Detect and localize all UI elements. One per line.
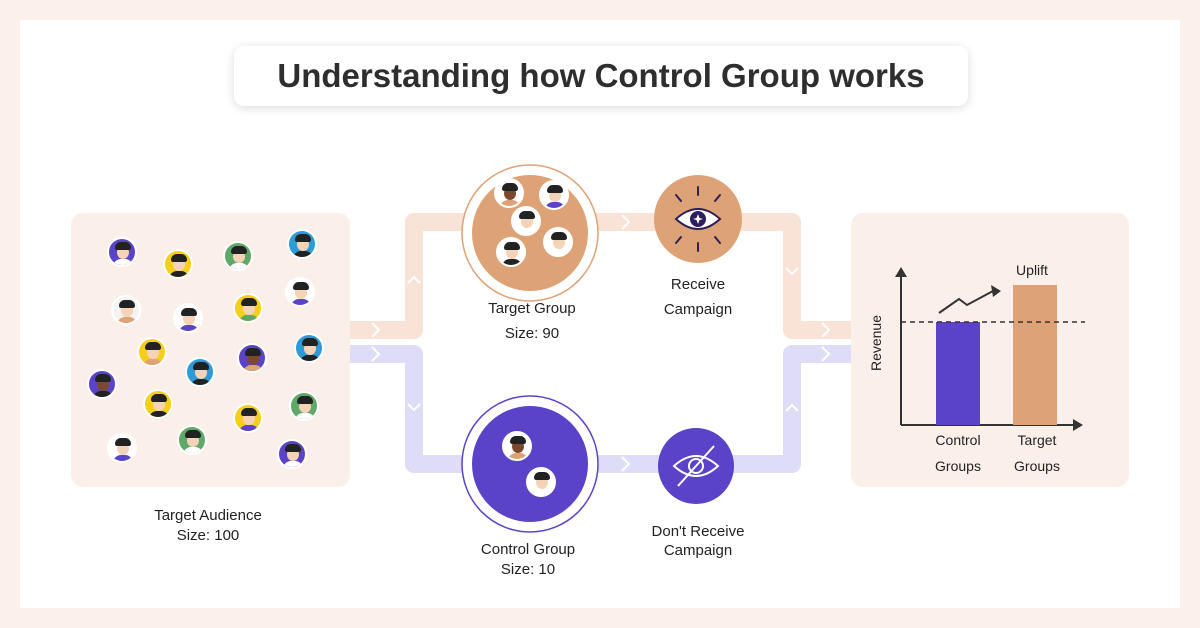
chevron-icon: [621, 214, 631, 230]
target-audience-panel: [71, 213, 350, 487]
target-audience-label: Target Audience: [154, 507, 262, 524]
receive-campaign-line2: Campaign: [663, 301, 733, 318]
avatar-icon: [143, 389, 173, 419]
target-flow-path: [350, 213, 852, 339]
avatar-icon: [233, 293, 263, 323]
avatar-icon: [543, 227, 573, 257]
bar1-label-line1: Control: [935, 432, 980, 448]
avatar-icon: [539, 180, 569, 210]
revenue-chart: Revenue Uplift Control Groups Target Gro…: [868, 262, 1085, 474]
chevron-icon: [785, 403, 799, 412]
avatar-icon: [173, 303, 203, 333]
avatar-icon: [177, 425, 207, 455]
control-group-circle: [461, 395, 599, 533]
avatar-icon: [502, 431, 532, 461]
control-group-label: Control Group: [480, 541, 576, 558]
avatar-icon: [237, 343, 267, 373]
chevron-icon: [821, 322, 831, 338]
bar-control-groups: [936, 322, 980, 425]
chevron-icon: [371, 346, 381, 362]
eye-icon: [654, 175, 742, 263]
uplift-label: Uplift: [1016, 262, 1048, 278]
avatar-icon: [233, 403, 263, 433]
chevron-icon: [621, 456, 631, 472]
bar2-label-line1: Target: [1018, 432, 1057, 448]
y-axis-arrow: [895, 267, 907, 277]
x-axis-arrow: [1073, 419, 1083, 431]
chevron-icon: [371, 322, 381, 338]
uplift-arrow: [938, 290, 994, 314]
avatar-icon: [107, 237, 137, 267]
avatar-icon: [526, 467, 556, 497]
avatar-icon: [277, 439, 307, 469]
avatar-icon: [111, 295, 141, 325]
avatar-icon: [294, 333, 324, 363]
avatar-icon: [87, 369, 117, 399]
control-flow-path: [350, 345, 852, 473]
avatar-icon: [223, 241, 253, 271]
chevron-icon: [407, 403, 421, 412]
bar1-label-line2: Groups: [935, 458, 981, 474]
uplift-arrow-head: [991, 285, 1001, 297]
avatar-icon: [289, 391, 319, 421]
avatar-icon: [137, 337, 167, 367]
bar-target-groups: [1013, 285, 1057, 425]
revenue-axis-label: Revenue: [868, 315, 884, 371]
chevron-icon: [785, 267, 799, 276]
chevron-icon: [821, 346, 831, 362]
chevron-icon: [407, 275, 421, 284]
avatar-icon: [163, 249, 193, 279]
target-audience-size: Size: 100: [176, 527, 240, 544]
avatar-icon: [496, 237, 526, 267]
avatar-icon: [107, 433, 137, 463]
avatar-icon: [511, 206, 541, 236]
revenue-panel: [851, 213, 1129, 487]
target-group-size: Size: 90: [504, 325, 560, 342]
dont-receive-line2: Campaign: [663, 542, 733, 559]
control-group-size: Size: 10: [500, 561, 556, 578]
dont-receive-line1: Don't Receive: [651, 523, 745, 540]
avatar-icon: [285, 277, 315, 307]
bar2-label-line2: Groups: [1014, 458, 1060, 474]
avatar-icon: [287, 229, 317, 259]
receive-campaign-line1: Receive: [670, 276, 726, 293]
target-group-label: Target Group: [488, 300, 576, 317]
avatar-icon: [494, 178, 524, 208]
eye-off-icon: [658, 428, 734, 504]
page-title: Understanding how Control Group works: [234, 46, 968, 106]
avatar-icon: [185, 357, 215, 387]
